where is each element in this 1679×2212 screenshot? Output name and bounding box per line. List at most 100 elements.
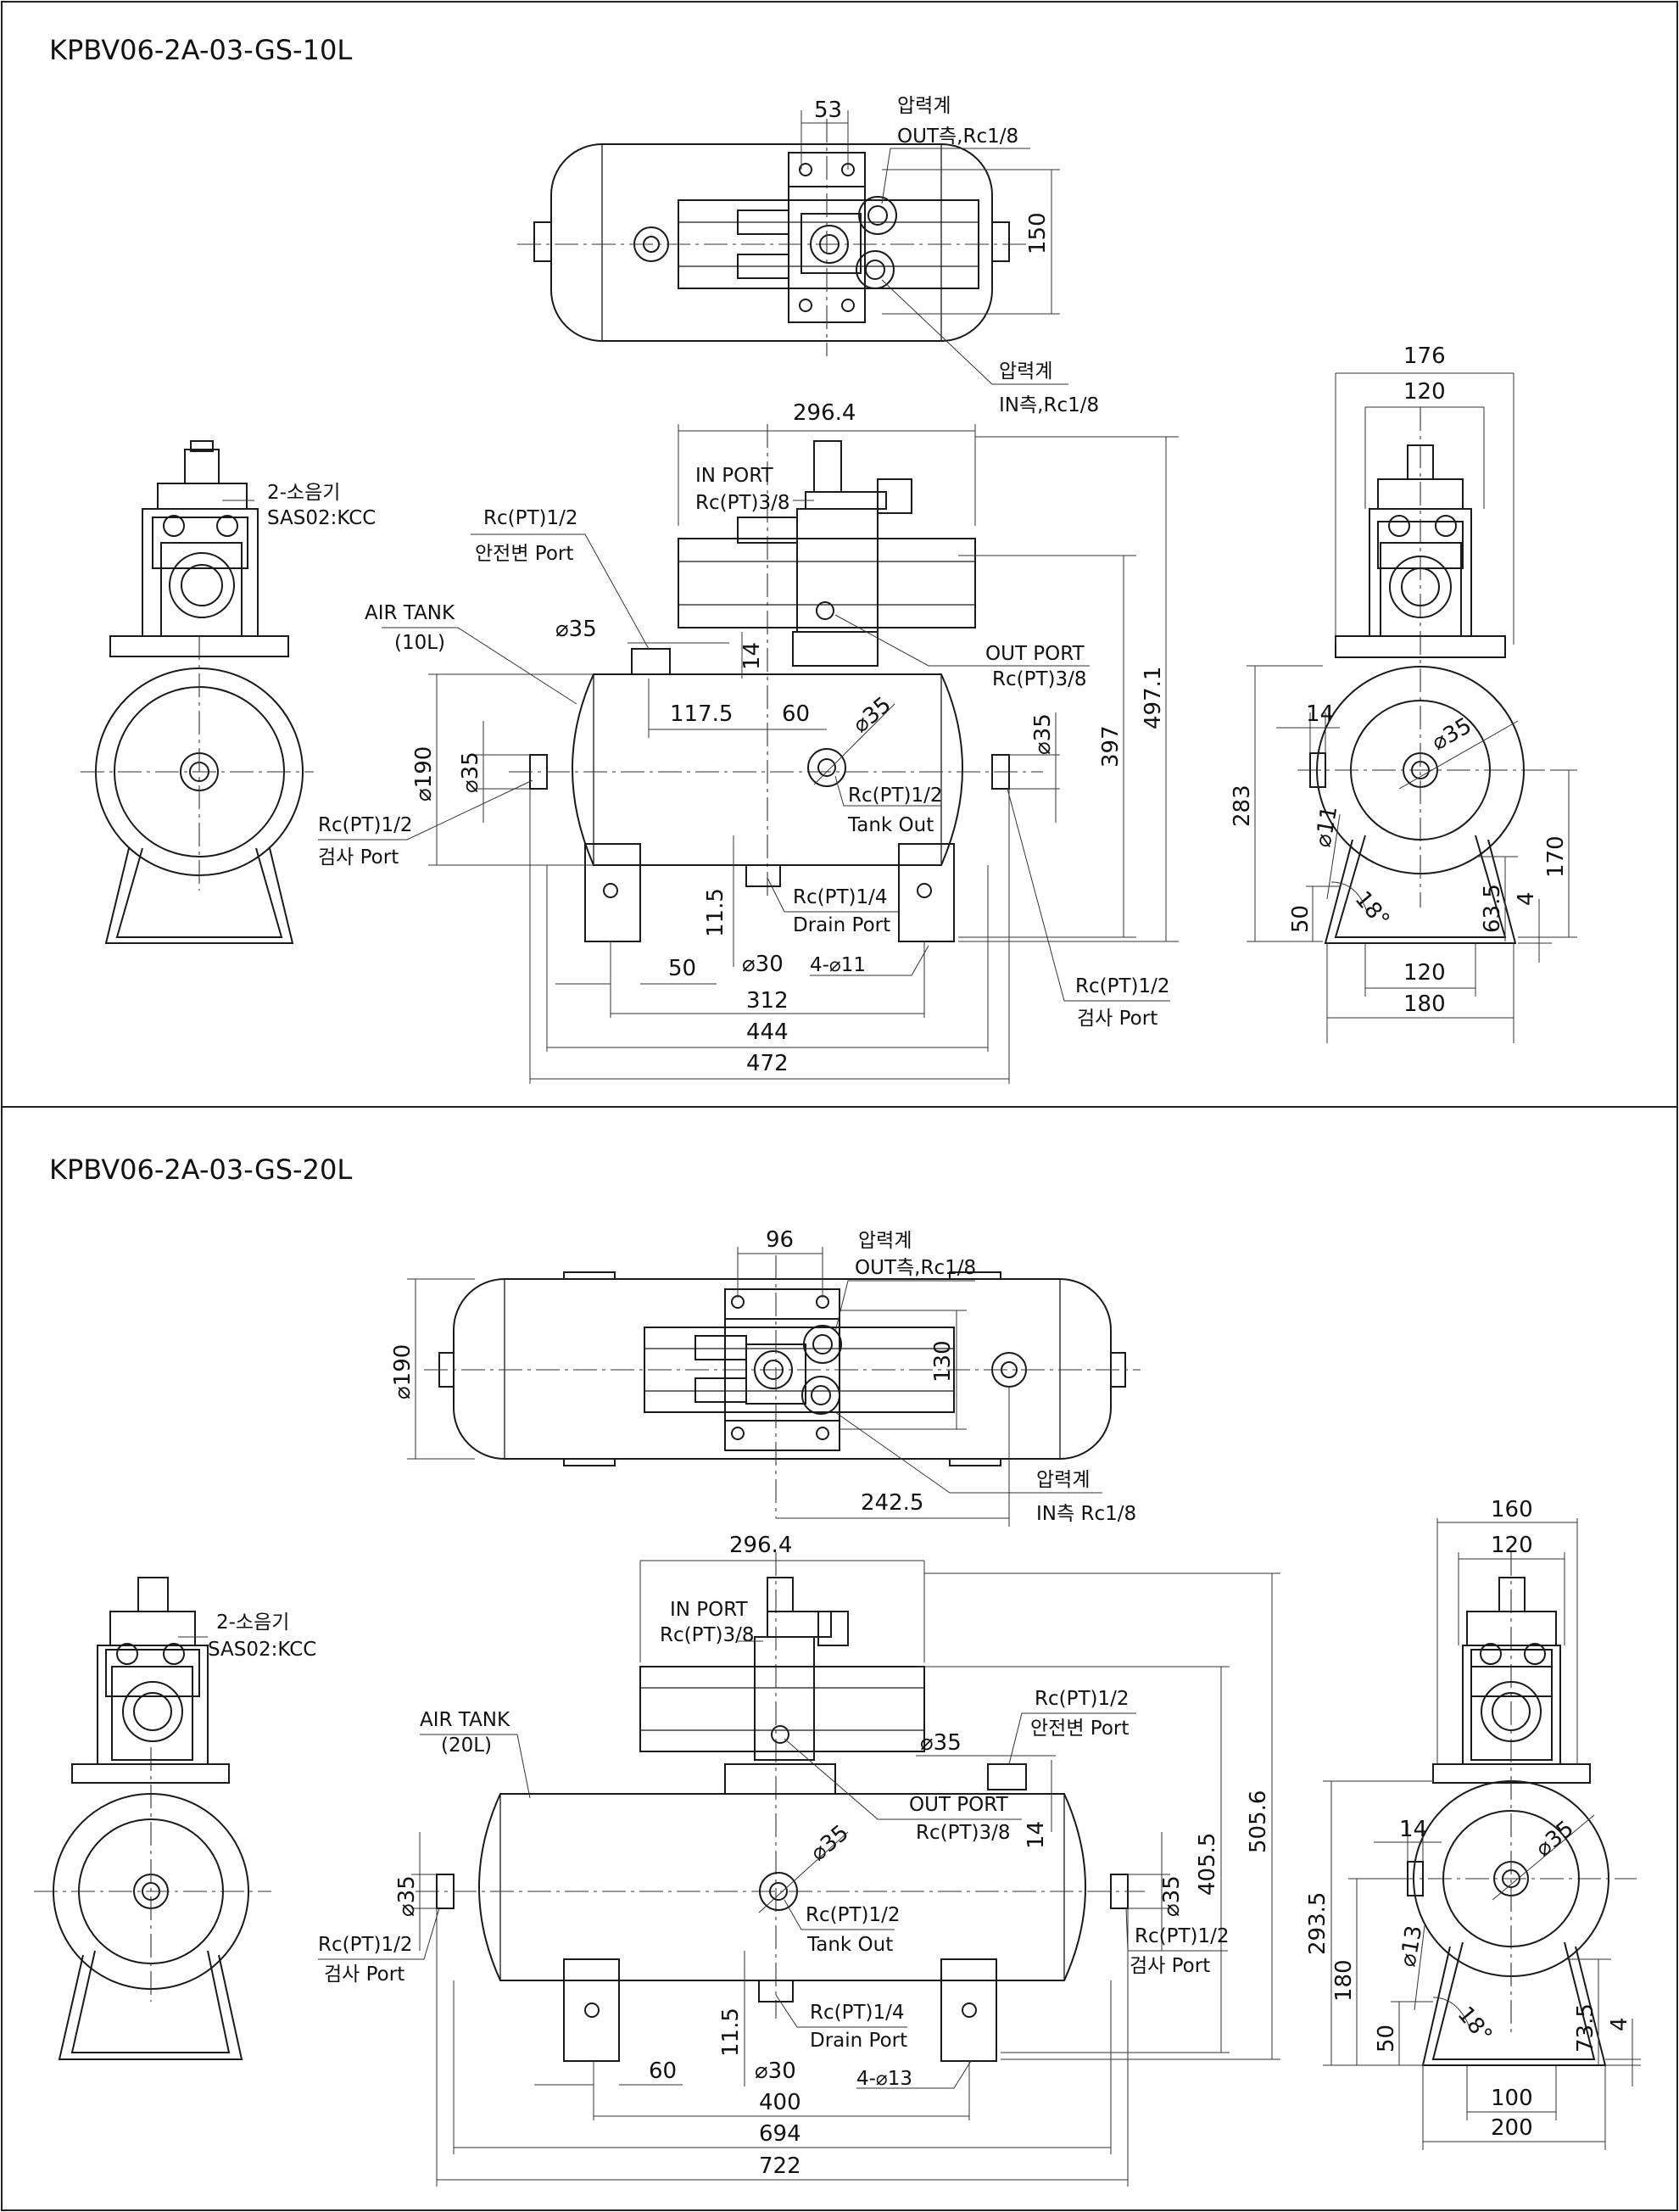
dim-180: 180 xyxy=(1331,1959,1357,2002)
dim-117-5: 117.5 xyxy=(670,701,733,727)
inspect-left-label-2: 검사 Port xyxy=(318,846,399,869)
gauge-out-label-2: OUT측,Rc1/8 xyxy=(855,1257,976,1279)
tank-body-top xyxy=(550,143,993,342)
dia-35-tank: ⌀35 xyxy=(848,692,896,738)
tank-out-label-2: Tank Out xyxy=(847,814,934,836)
dim-497-1: 497.1 xyxy=(1141,667,1166,729)
dia-35-tank: ⌀35 xyxy=(806,1820,854,1866)
holes-label: 4-⌀11 xyxy=(810,954,866,976)
out-port-label-2: Rc(PT)3/8 xyxy=(916,1822,1011,1844)
dia-35: ⌀35 xyxy=(1531,1816,1579,1862)
safety-port-label-1: Rc(PT)1/2 xyxy=(1035,1688,1130,1710)
dim-150: 150 xyxy=(1025,212,1051,254)
section-title: KPBV06-2A-03-GS-20L xyxy=(49,1153,352,1186)
dim-63-5: 63.5 xyxy=(1480,884,1505,933)
dim-472: 472 xyxy=(746,1051,789,1076)
dim-11-5: 11.5 xyxy=(703,888,728,937)
dim-120-top: 120 xyxy=(1403,379,1446,405)
top-view-10l: 53 150 압력계 OUT측,Rc1/8 압력계 IN측,Rc1/8 xyxy=(517,95,1099,416)
in-port-label-1: IN PORT xyxy=(670,1599,749,1621)
in-port-label-1: IN PORT xyxy=(695,465,774,487)
safety-port-label-2: 안전변 Port xyxy=(475,543,573,565)
dia-35-port: ⌀35 xyxy=(555,617,597,642)
dim-120-top: 120 xyxy=(1491,1533,1533,1558)
dia-35-right: ⌀35 xyxy=(1030,713,1056,755)
inspect-right-label-2: 검사 Port xyxy=(1077,1008,1157,1030)
dia-13: ⌀13 xyxy=(1395,1924,1427,1969)
drain-port-label-1: Rc(PT)1/4 xyxy=(810,2002,905,2024)
left-view-20l: 2-소음기 SAS02:KCC xyxy=(34,1577,316,2060)
gauge-in-label-1: 압력계 xyxy=(999,360,1052,383)
drain-port-label-2: Drain Port xyxy=(793,914,890,936)
air-tank-label-1: AIR TANK xyxy=(365,602,455,624)
dim-293-5: 293.5 xyxy=(1305,1892,1330,1955)
dim-180: 180 xyxy=(1403,991,1446,1017)
dim-200: 200 xyxy=(1491,2115,1533,2141)
dim-176: 176 xyxy=(1403,344,1446,369)
holes-label: 4-⌀13 xyxy=(856,2068,912,2090)
dim-505-6: 505.6 xyxy=(1246,1790,1271,1853)
drain-port-label-1: Rc(PT)1/4 xyxy=(793,886,888,908)
silencer-label-2: SAS02:KCC xyxy=(267,507,376,529)
dim-53: 53 xyxy=(814,98,842,123)
section-title: KPBV06-2A-03-GS-10L xyxy=(49,34,352,66)
dim-50: 50 xyxy=(1374,2025,1399,2053)
dia-30: ⌀30 xyxy=(755,2058,796,2084)
dim-170: 170 xyxy=(1543,835,1569,878)
dim-96: 96 xyxy=(766,1227,794,1253)
inspect-left-label-2: 검사 Port xyxy=(324,1963,404,1986)
angle-18: 18° xyxy=(1350,886,1395,933)
front-view-10l: 296.4 IN PORT Rc(PT)3/8 Rc(PT)1/2 안전변 Po… xyxy=(318,400,1179,1084)
inspect-right-label-1: Rc(PT)1/2 xyxy=(1075,975,1170,997)
out-port-label-1: OUT PORT xyxy=(985,643,1085,665)
dim-444: 444 xyxy=(746,1019,789,1045)
section-10l: KPBV06-2A-03-GS-10L xyxy=(49,34,1577,1084)
side-view-10l: 176 120 14 ⌀35 283 ⌀11 170 18° xyxy=(1230,344,1577,1043)
dia-35-left: ⌀35 xyxy=(458,751,483,793)
silencer-label-1: 2-소음기 xyxy=(216,1612,289,1634)
left-view-10l: 2-소음기 SAS02:KCC xyxy=(81,440,376,944)
dim-14: 14 xyxy=(1024,1821,1049,1849)
top-view-20l: 96 130 ⌀190 242.5 압력계 OUT측,Rc1/8 압력계 IN측… xyxy=(390,1227,1141,1527)
dim-11-5: 11.5 xyxy=(718,2008,744,2057)
dia-35-left: ⌀35 xyxy=(394,1875,420,1917)
front-view-20l: 296.4 IN PORT Rc(PT)3/8 Rc(PT)1/2 안전변 Po… xyxy=(318,1533,1280,2187)
inspect-left-label-1: Rc(PT)1/2 xyxy=(318,814,413,836)
section-20l: KPBV06-2A-03-GS-20L xyxy=(34,1153,1641,2187)
gauge-out-label-2: OUT측,Rc1/8 xyxy=(897,126,1018,148)
dim-14: 14 xyxy=(1306,701,1334,727)
silencer-label-1: 2-소음기 xyxy=(267,482,340,504)
out-port-label-2: Rc(PT)3/8 xyxy=(992,668,1087,690)
inspect-left-label-1: Rc(PT)1/2 xyxy=(318,1934,413,1956)
dim-312: 312 xyxy=(746,988,789,1014)
in-port-label-2: Rc(PT)3/8 xyxy=(660,1624,755,1646)
dim-242-5: 242.5 xyxy=(861,1490,923,1516)
dia-190: ⌀190 xyxy=(390,1344,416,1399)
tank-out-label-2: Tank Out xyxy=(806,1934,893,1956)
safety-port-label-2: 안전변 Port xyxy=(1030,1718,1129,1740)
gauge-in-label-2: IN측,Rc1/8 xyxy=(999,394,1099,416)
dim-60: 60 xyxy=(649,2058,677,2084)
tank-out-label-1: Rc(PT)1/2 xyxy=(806,1904,901,1926)
dim-73-5: 73.5 xyxy=(1573,2003,1598,2053)
dim-50: 50 xyxy=(1288,905,1314,933)
dia-35-right: ⌀35 xyxy=(1159,1875,1185,1917)
out-port-label-1: OUT PORT xyxy=(909,1794,1009,1816)
dim-50: 50 xyxy=(668,956,696,981)
dim-397: 397 xyxy=(1098,725,1124,768)
air-tank-label-2: (10L) xyxy=(394,632,445,654)
dim-405-5: 405.5 xyxy=(1195,1833,1220,1896)
dim-14: 14 xyxy=(1399,1817,1427,1842)
inspect-right-label-2: 검사 Port xyxy=(1130,1955,1210,1977)
dim-722: 722 xyxy=(759,2153,801,2179)
safety-port-label-1: Rc(PT)1/2 xyxy=(483,507,578,529)
gauge-out-label-1: 압력계 xyxy=(897,95,951,117)
dim-60: 60 xyxy=(782,701,810,727)
dim-296-4: 296.4 xyxy=(729,1533,792,1558)
angle-18: 18° xyxy=(1453,2002,1498,2048)
inspect-right-label-1: Rc(PT)1/2 xyxy=(1135,1925,1230,1947)
dim-694: 694 xyxy=(759,2121,801,2147)
gauge-in-label-1: 압력계 xyxy=(1036,1469,1090,1491)
dim-4: 4 xyxy=(1514,891,1539,906)
